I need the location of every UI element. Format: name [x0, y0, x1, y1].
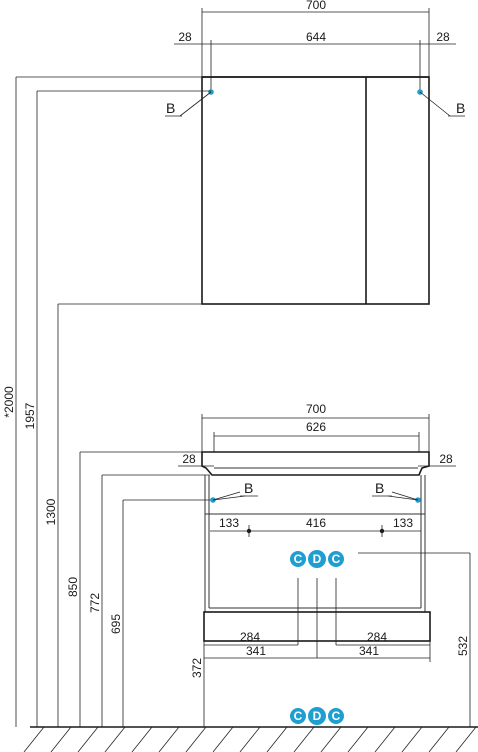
- hole-left-distance: 133: [219, 516, 239, 530]
- vanity-mount-right-label: B: [375, 480, 384, 496]
- mirror-cabinet-outline: [201, 76, 430, 305]
- floor-hatch-line: [266, 726, 288, 752]
- mirror-width-dimension: 700: [201, 0, 430, 77]
- hole-spacing-dimension: 133 416 133: [210, 516, 421, 537]
- pipe-right-inner: 284: [367, 630, 387, 644]
- vanity-offset-left: 28: [182, 452, 196, 466]
- vanity-width-total: 700: [306, 402, 326, 416]
- floor-hatch-line: [212, 726, 234, 752]
- mirror-inner-dimension: 644 28 28: [174, 30, 456, 92]
- lower-connections: C D C: [290, 707, 344, 725]
- floor-hatch-line: [293, 726, 315, 752]
- lower-connection-center: D: [313, 709, 322, 723]
- mirror-width-inner: 644: [306, 30, 326, 44]
- mirror-mount-right-label: B: [456, 100, 465, 116]
- mirror-offset-right: 28: [436, 30, 450, 44]
- upper-connections: C D C: [290, 550, 470, 658]
- floor-hatch-line: [239, 726, 261, 752]
- vanity-mount-right: B: [372, 480, 421, 503]
- vanity-offset-right: 28: [439, 452, 453, 466]
- hole-right-distance: 133: [393, 516, 413, 530]
- pipe-right-outer: 341: [359, 644, 379, 658]
- mirror-mount-left: B: [165, 89, 214, 117]
- upper-connection-center: D: [313, 552, 322, 566]
- mirror-mount-right: B: [417, 89, 465, 117]
- vanity-mount-left-label: B: [244, 480, 253, 496]
- height-leaders: [15, 76, 212, 727]
- floor-hatch-line: [131, 726, 153, 752]
- vanity-mount-left: B: [210, 480, 258, 503]
- floor-hatch-line: [428, 726, 450, 752]
- height-labels: *2000 1957 1300 850 772 695 372: [2, 386, 204, 678]
- hole-center-distance: 416: [306, 516, 326, 530]
- height-mount-level: 695: [109, 614, 123, 634]
- floor-hatch-line: [77, 726, 99, 752]
- pipe-spacing-dimension: 284 284 341 341: [204, 630, 431, 662]
- mirror-width-total: 700: [306, 0, 326, 12]
- floor-hatch-line: [347, 726, 369, 752]
- upper-connection-left: C: [294, 552, 303, 566]
- basin-outline: [201, 451, 430, 476]
- lower-connection-left: C: [294, 709, 303, 723]
- vanity-top-dimensions: 700 626 28 28: [178, 402, 456, 467]
- floor-hatch-line: [374, 726, 396, 752]
- height-vanity-rim: 772: [88, 593, 102, 613]
- mirror-mount-left-label: B: [166, 100, 175, 116]
- vanity-width-inner: 626: [306, 420, 326, 434]
- height-total: *2000: [2, 386, 16, 418]
- floor-hatch-line: [401, 726, 423, 752]
- height-mirror-top: 1957: [23, 402, 37, 429]
- height-vanity-top: 850: [66, 577, 80, 597]
- mirror-cabinet: [201, 76, 430, 305]
- floor-hatch-line: [158, 726, 180, 752]
- pipe-left-outer: 341: [246, 644, 266, 658]
- floor-hatch-line: [455, 726, 477, 752]
- floor-hatch-line: [104, 726, 126, 752]
- connections-height-dimension: 532: [456, 553, 471, 727]
- height-floor-gap: 372: [190, 658, 204, 678]
- upper-connection-right: C: [332, 552, 341, 566]
- floor-hatch-line: [320, 726, 342, 752]
- basin: [201, 451, 430, 476]
- floor-hatch-line: [23, 726, 45, 752]
- pipe-left-inner: 284: [240, 630, 260, 644]
- floor: [23, 726, 478, 752]
- floor-hatch-line: [50, 726, 72, 752]
- lower-connection-right: C: [332, 709, 341, 723]
- floor-hatch-line: [185, 726, 207, 752]
- connections-height: 532: [456, 636, 470, 656]
- mirror-offset-left: 28: [178, 30, 192, 44]
- height-mirror-bottom: 1300: [44, 498, 58, 525]
